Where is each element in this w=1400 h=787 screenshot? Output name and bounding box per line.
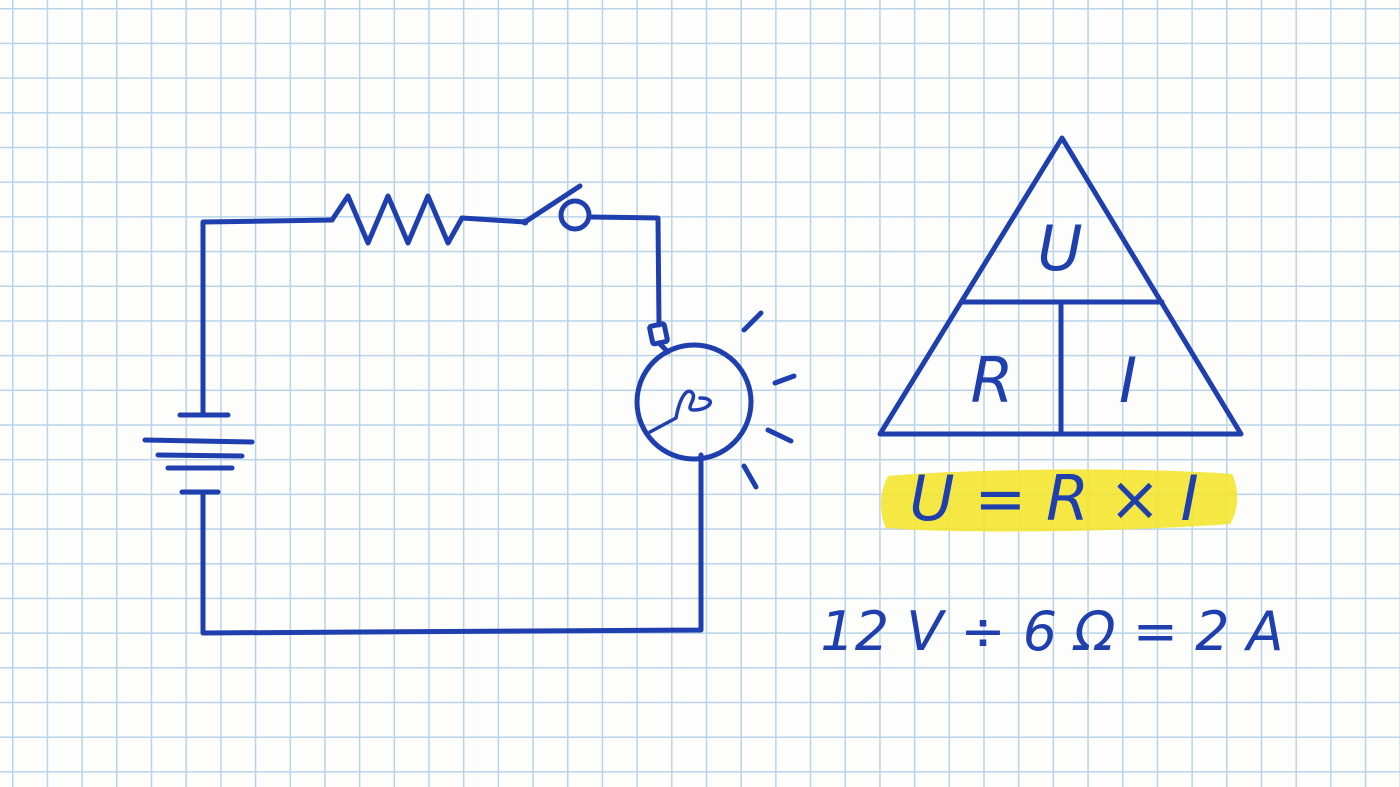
highlighter-stroke (880, 469, 1238, 532)
ohms-law-formula: U = R × I (909, 462, 1198, 535)
wire-top-middle (459, 215, 528, 225)
triangle-bottom-left-letter: R (970, 344, 1013, 417)
resistor-symbol (329, 193, 465, 246)
switch-symbol (521, 183, 592, 232)
formula-block: U = R × I (880, 462, 1238, 535)
triangle-bottom-right-letter: I (1119, 344, 1137, 417)
wire-right-bottom (200, 452, 704, 636)
ohms-law-triangle: U R I (877, 135, 1244, 437)
battery-symbol (142, 412, 255, 495)
example-calculation: 12 V ÷ 6 Ω = 2 A (820, 600, 1283, 663)
wire-top-left (200, 217, 335, 415)
light-bulb-symbol (634, 310, 797, 490)
wire-top-right (587, 214, 662, 328)
triangle-top-letter: U (1037, 212, 1082, 285)
circuit-diagram (142, 183, 797, 636)
